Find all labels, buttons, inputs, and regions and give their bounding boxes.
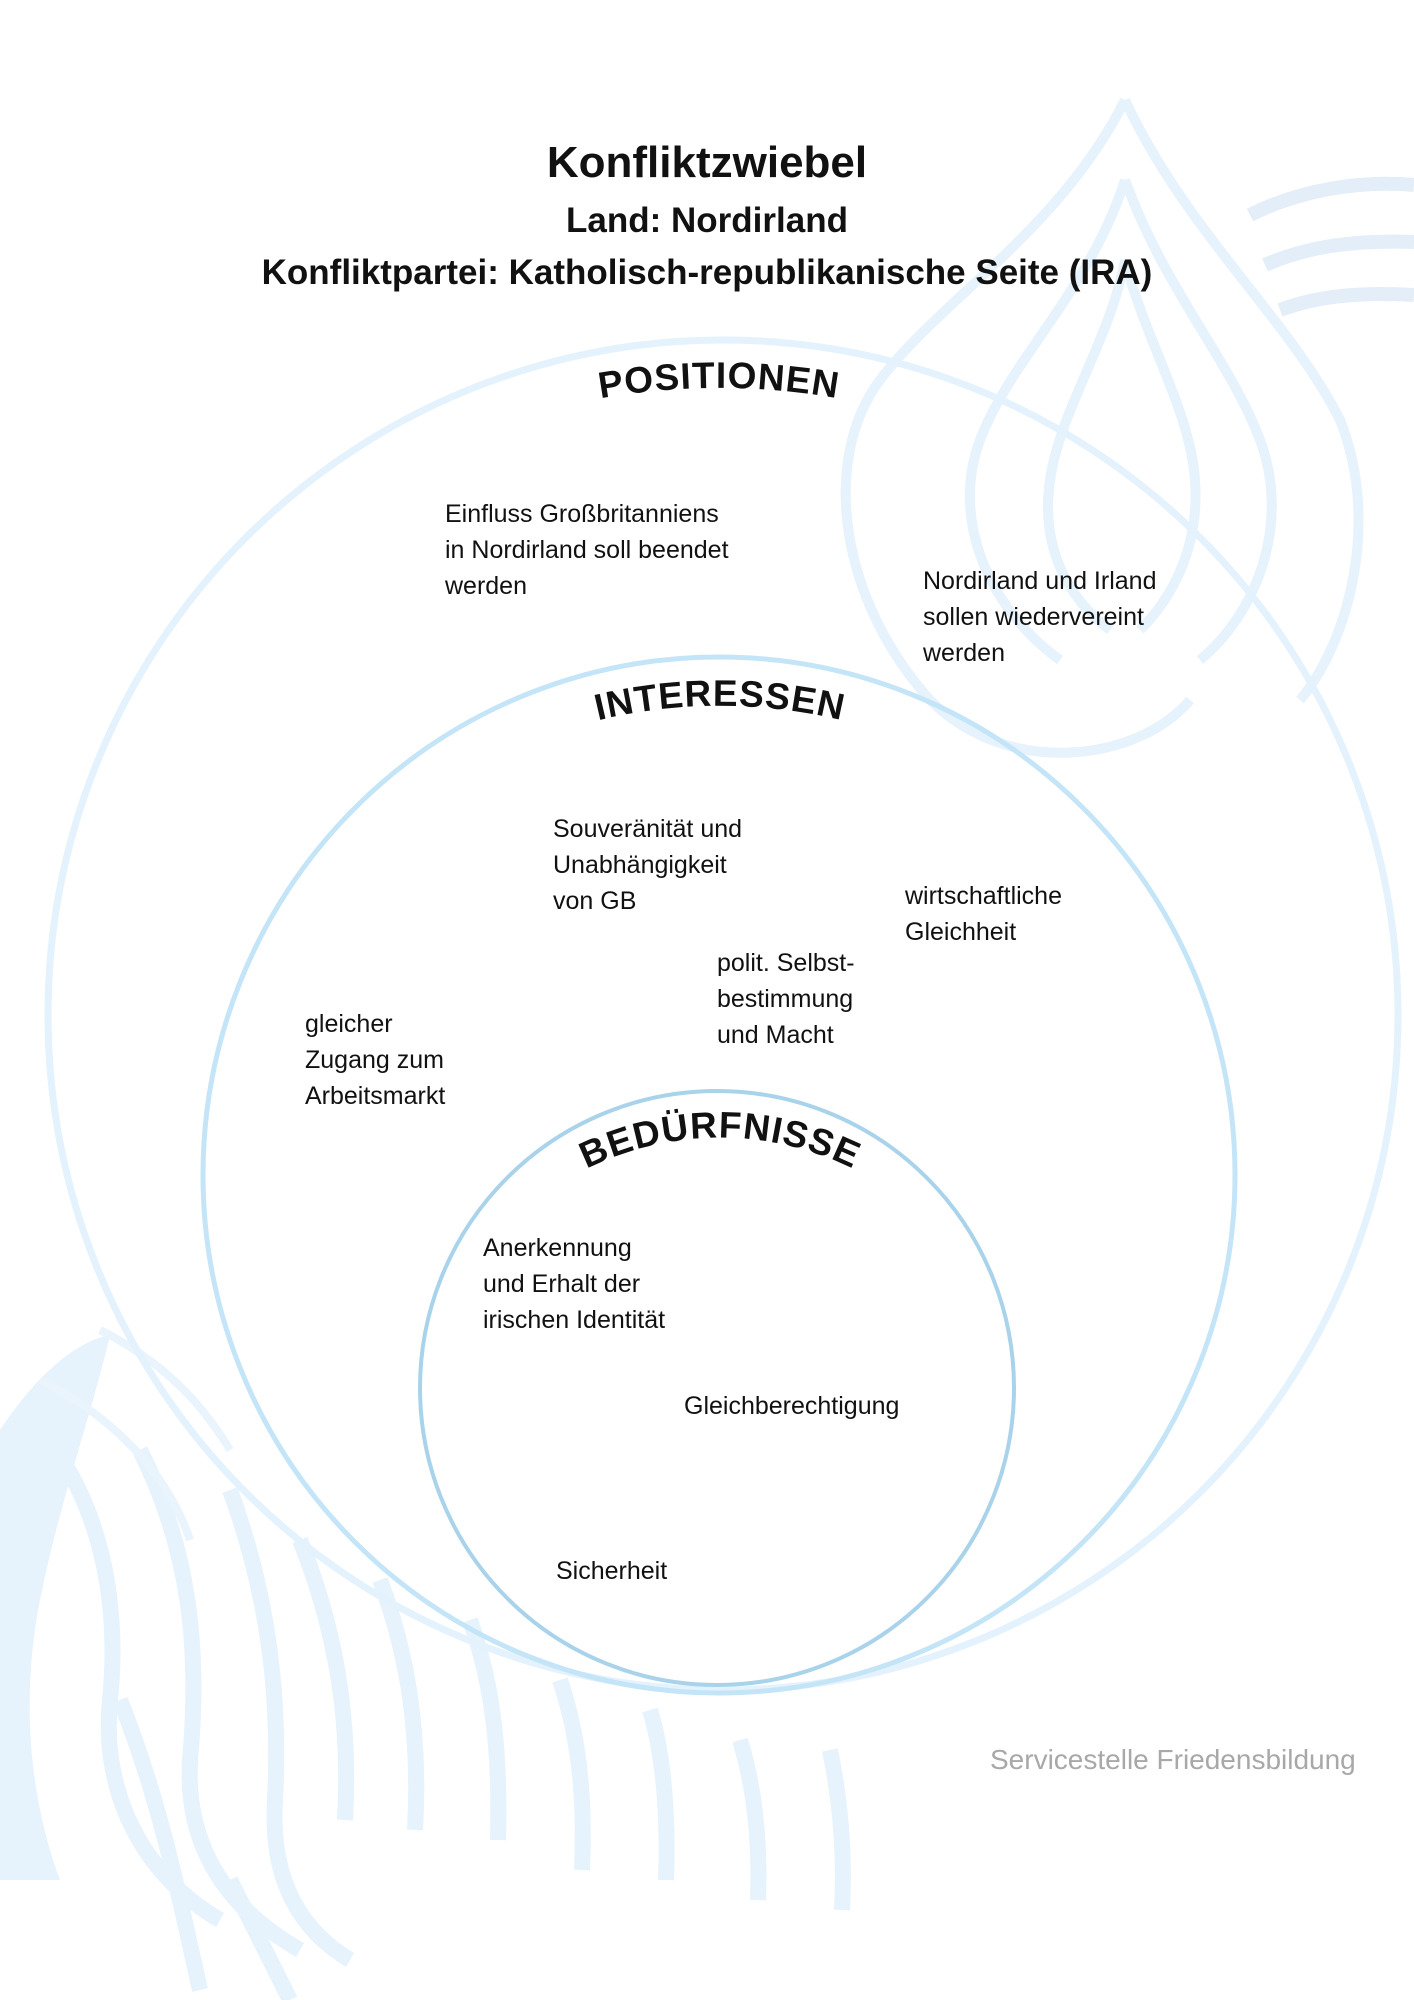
interest-item: gleicher Zugang zum Arbeitsmarkt (305, 1010, 446, 1110)
positions-ring (44, 336, 1402, 1694)
need-item: Anerkennung und Erhalt der irischen Iden… (483, 1234, 666, 1334)
page-title: Konfliktzwiebel (546, 138, 868, 187)
position-item: Nordirland und Irland sollen wiederverei… (923, 567, 1157, 667)
need-item: Gleichberechtigung (684, 1392, 900, 1420)
publisher-footer: Servicestelle Friedensbildung (990, 1744, 1356, 1775)
need-item: Sicherheit (556, 1557, 668, 1585)
interest-item: Souveränität und Unabhängigkeit von GB (553, 815, 743, 915)
needs-ring (418, 1089, 1016, 1687)
position-item: Einfluss Großbritanniens in Nordirland s… (445, 500, 729, 600)
interest-item: wirtschaftliche Gleichheit (905, 882, 1062, 946)
interests-ring (200, 654, 1238, 1696)
needs-label: BEDÜRFNISSE (573, 1104, 867, 1176)
interest-item: polit. Selbst- bestimmung und Macht (717, 949, 855, 1049)
positions-label: POSITIONEN (595, 355, 842, 406)
interests-label: INTERESSEN (590, 673, 849, 728)
country-heading: Land: Nordirland (566, 201, 848, 240)
conflict-party-heading: Konfliktpartei: Katholisch-republikanisc… (261, 253, 1153, 292)
